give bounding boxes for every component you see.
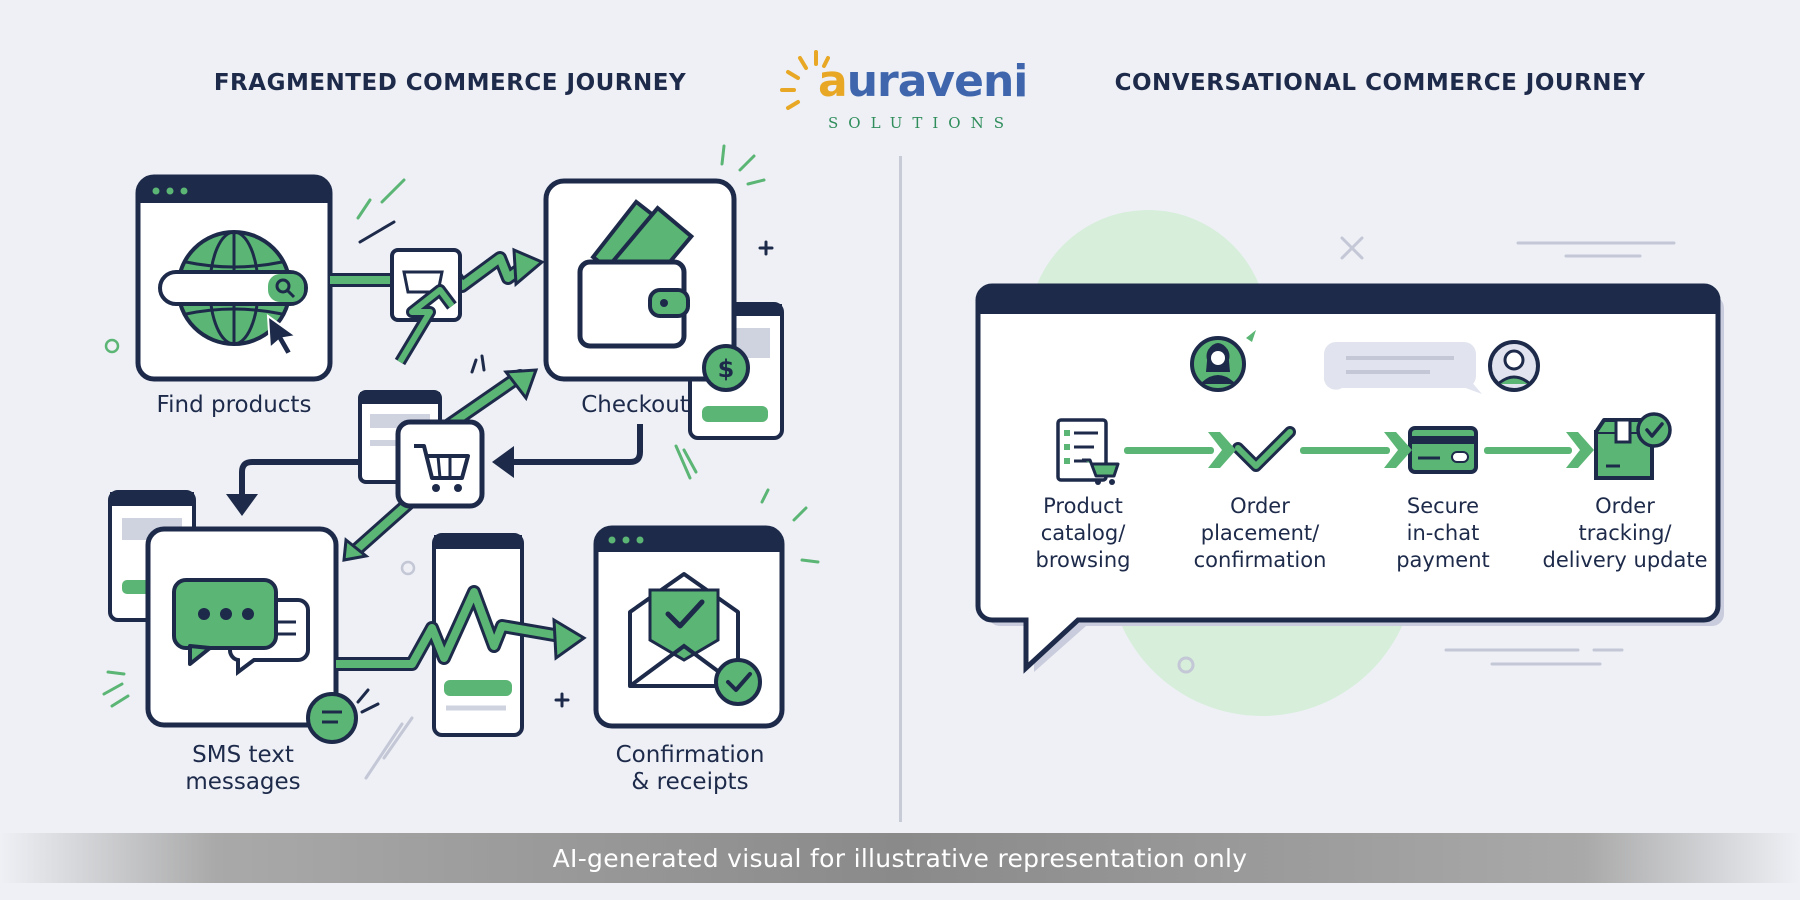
chat-bubbles-icon bbox=[172, 578, 310, 676]
sun-logo-icon bbox=[780, 50, 830, 110]
decorative-lines bbox=[1340, 236, 1676, 666]
svg-text:$: $ bbox=[718, 355, 735, 383]
phone-card-middle bbox=[432, 533, 524, 737]
cart-hub bbox=[226, 368, 643, 562]
credit-card-icon bbox=[1408, 426, 1478, 474]
flow-arrows bbox=[1124, 432, 1594, 468]
broken-flow-arrow bbox=[330, 247, 545, 366]
auraveni-logo: auraveni SOLUTIONS bbox=[770, 44, 1030, 136]
label-confirmation: Confirmation& receipts bbox=[615, 742, 765, 795]
sms-window bbox=[145, 526, 358, 744]
notification-bubble-icon bbox=[306, 692, 358, 744]
catalog-cart-icon bbox=[1056, 418, 1120, 485]
disclaimer-banner: AI-generated visual for illustrative rep… bbox=[0, 833, 1800, 883]
search-bar bbox=[158, 270, 308, 306]
checkout-window: $ bbox=[543, 178, 750, 392]
find-products-window bbox=[135, 174, 333, 382]
logo-tagline: SOLUTIONS bbox=[828, 114, 1014, 132]
dollar-coin-icon bbox=[702, 344, 750, 392]
checkmark-icon bbox=[1232, 426, 1296, 472]
package-check-icon bbox=[1594, 412, 1672, 480]
label-find-products: Find products bbox=[156, 392, 312, 418]
agent-avatar bbox=[1190, 330, 1256, 392]
fragmented-journey-diagram: $ bbox=[102, 144, 820, 780]
label-checkout: Checkout bbox=[581, 392, 689, 418]
sms-flow-arrow bbox=[336, 585, 587, 671]
chat-bubble bbox=[1323, 342, 1476, 390]
wallet-icon bbox=[577, 199, 695, 349]
fragmented-journey-title: FRAGMENTED COMMERCE JOURNEY bbox=[213, 70, 687, 96]
confirmation-window bbox=[593, 525, 785, 729]
decorative-sparks bbox=[102, 144, 820, 708]
shopping-cart-icon bbox=[414, 444, 470, 492]
cursor-icon bbox=[266, 313, 299, 357]
panel-divider bbox=[899, 156, 902, 822]
disclaimer-text: AI-generated visual for illustrative rep… bbox=[552, 843, 1248, 873]
conversational-journey-title: CONVERSATIONAL COMMERCE JOURNEY bbox=[1114, 70, 1646, 96]
chat-window bbox=[975, 283, 1721, 674]
checkmark-badge-icon bbox=[714, 658, 762, 706]
customer-avatar bbox=[1488, 340, 1540, 392]
logo-wordmark: auraveni bbox=[818, 56, 1028, 107]
search-icon bbox=[275, 278, 291, 294]
